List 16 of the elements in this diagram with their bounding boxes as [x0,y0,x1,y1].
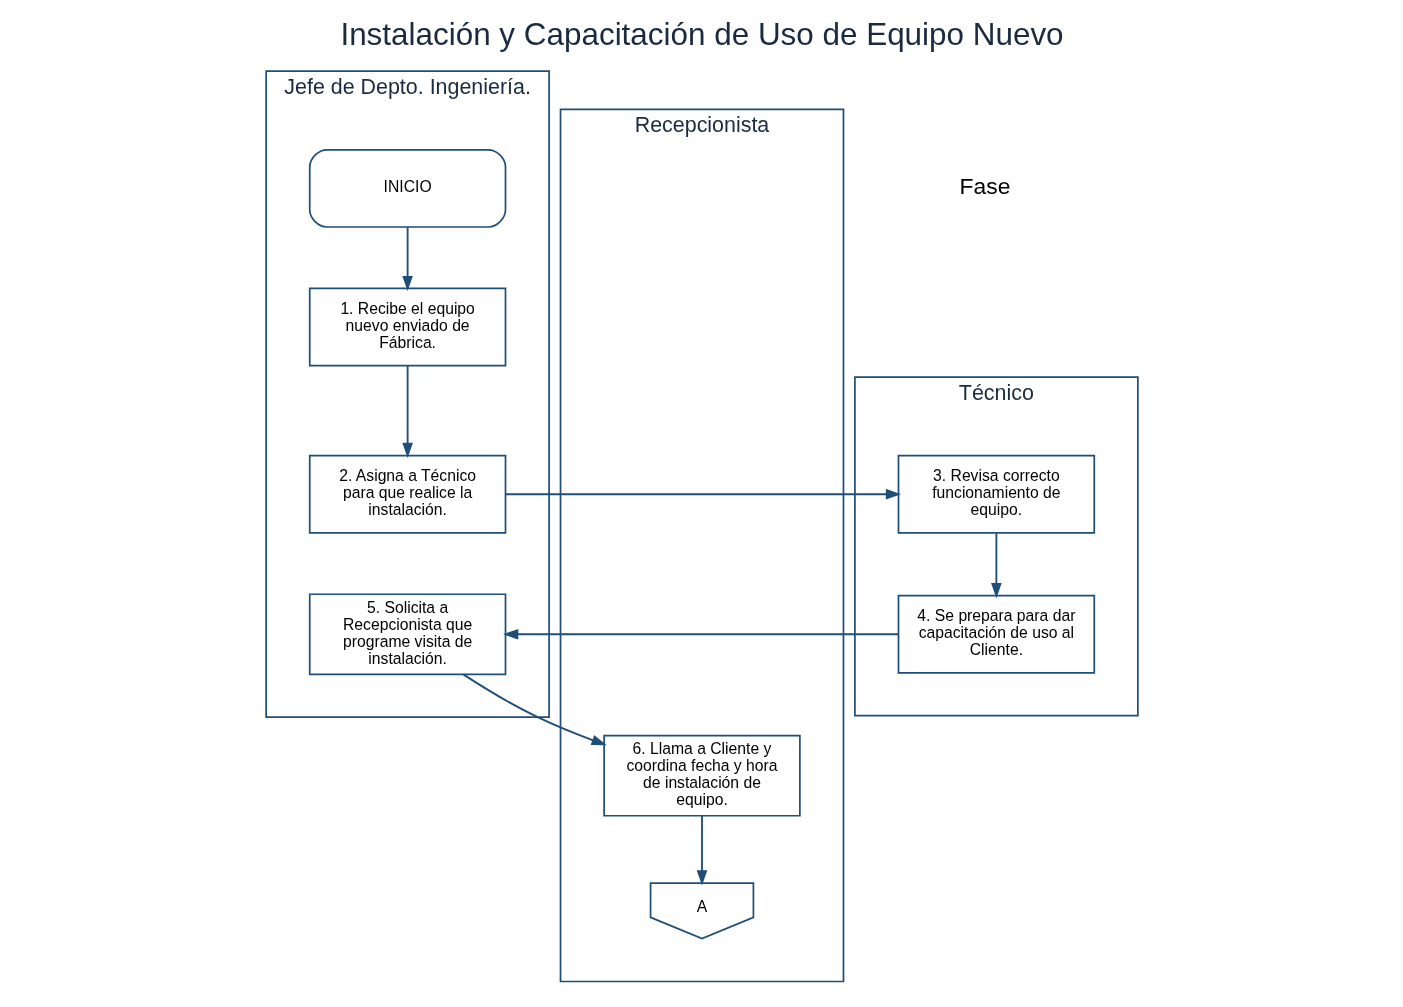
node-box: 5. Solicita a Recepcionista que programe visita de instalación. [308,593,506,676]
node-box: 6. Llama a Cliente y coordina fecha y hora de instalación de equipo. [602,734,801,817]
arrow [696,815,707,886]
arrow [462,673,607,746]
label: Fase [959,172,1010,199]
node-box: INICIO [308,148,506,228]
arrow [990,532,1002,599]
arrow [504,488,901,500]
diagram-title: Instalación y Capacitación de Uso de Equipo Nuevo [339,16,1064,52]
arrow [401,364,413,458]
node-box: 4. Se prepara para dar capacitación de uso al Cliente. [897,594,1095,674]
arrow [401,226,413,292]
node-box: 3. Revisa correcto funcionamiento de equipo. [897,454,1095,534]
node-box: 2. Asigna a Técnico para que realice la instalación. [308,454,506,534]
arrow [502,628,899,640]
node-box: 1. Recibe el equipo nuevo enviado de Fábrica. [308,287,506,367]
